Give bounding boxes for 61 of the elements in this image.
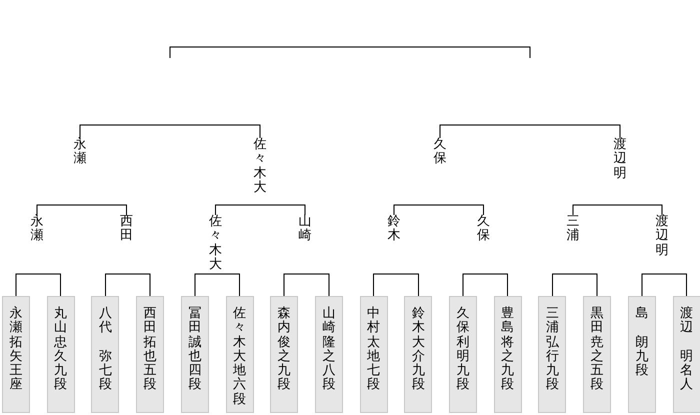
- bracket-line: [373, 274, 419, 296]
- bracket-line: [284, 274, 330, 296]
- winner-name: 久保: [434, 138, 446, 167]
- winner-name: 佐々木大: [254, 138, 266, 196]
- winner-name: 佐々木大: [209, 215, 222, 272]
- bracket-line: [36, 204, 127, 216]
- player-box: [2, 296, 30, 413]
- bracket-line: [394, 204, 484, 216]
- player-name: 豊島将之九段: [501, 307, 514, 393]
- player-name: 冨田誠也四段: [188, 307, 202, 393]
- winner-name: 西田: [120, 215, 133, 244]
- winner-name: 久保: [477, 215, 490, 244]
- winner-name: 三浦: [566, 215, 580, 244]
- player-name: 鈴木大介九段: [412, 307, 425, 393]
- player-box: [91, 296, 120, 413]
- player-name: 中村太地七段: [367, 307, 380, 393]
- bracket-line: [16, 274, 62, 296]
- player-box: [583, 296, 612, 413]
- winner-name: 永瀬: [74, 138, 86, 167]
- winner-name: 鈴木: [388, 215, 401, 244]
- player-box: [270, 296, 298, 413]
- player-name: 佐々木大地六段: [233, 307, 246, 408]
- player-name: 久保利明九段: [456, 307, 470, 393]
- bracket-line: [104, 274, 151, 296]
- player-name: 島: [635, 307, 648, 322]
- player-box: [628, 296, 656, 413]
- player-box: [180, 296, 209, 413]
- winner-name: 永瀬: [30, 215, 44, 244]
- player-name: 弥七段: [98, 350, 112, 393]
- bracket-line: [641, 274, 687, 296]
- player-name: 朗九段: [635, 336, 648, 378]
- bracket-line: [462, 274, 508, 296]
- winner-name: 渡辺明: [614, 138, 626, 181]
- player-name: 渡辺: [680, 307, 693, 336]
- player-name: 森内俊之九段: [278, 307, 291, 393]
- bracket-line: [194, 274, 240, 296]
- player-box: [314, 296, 343, 413]
- player-name: 山崎隆之八段: [322, 307, 336, 393]
- player-box: [672, 296, 700, 413]
- bracket-line: [80, 124, 260, 138]
- player-box: [136, 296, 164, 413]
- player-box: [538, 296, 566, 413]
- player-name: 明名人: [680, 350, 693, 393]
- bracket-line: [440, 124, 620, 138]
- player-name: 八代: [98, 307, 112, 336]
- winner-name: 渡辺明: [656, 215, 669, 258]
- player-name: 西田拓也五段: [144, 307, 157, 393]
- player-name: 黒田尭之五段: [590, 307, 604, 393]
- winner-name: 山崎: [298, 215, 312, 244]
- bracket-line: [215, 204, 306, 216]
- player-box: [360, 296, 388, 413]
- player-box: [494, 296, 522, 413]
- player-name: 三浦弘行九段: [546, 307, 559, 393]
- player-box: [46, 296, 75, 413]
- bracket-line: [552, 274, 598, 296]
- player-name: 永瀬拓矢王座: [10, 307, 22, 393]
- player-name: 丸山忠久九段: [54, 307, 68, 393]
- bracket-line: [572, 204, 663, 216]
- player-box: [449, 296, 477, 413]
- player-box: [226, 296, 254, 413]
- player-box: [404, 296, 432, 413]
